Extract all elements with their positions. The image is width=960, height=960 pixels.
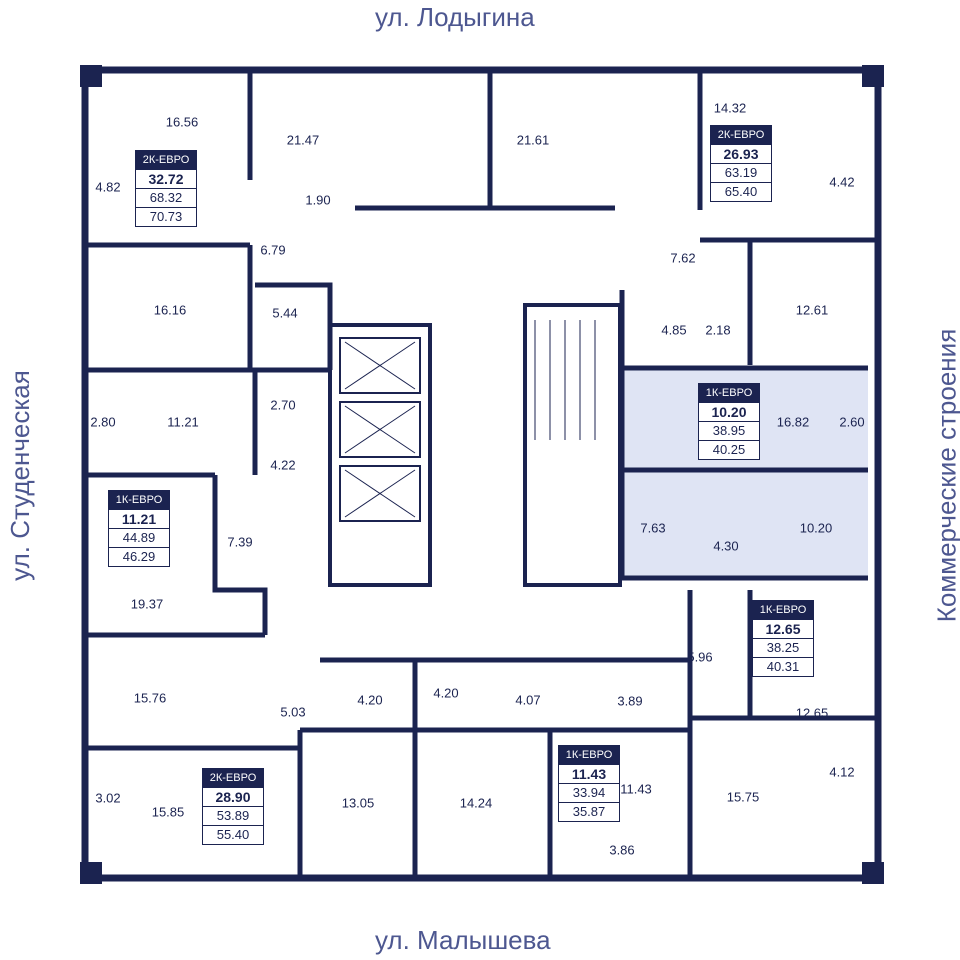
living-area: 11.43 <box>559 764 619 783</box>
room-area: 4.30 <box>713 538 739 554</box>
room-area: 2.80 <box>90 414 116 430</box>
room-area: 2.60 <box>839 414 865 430</box>
room-area: 7.39 <box>227 534 253 550</box>
total-area-balcony: 70.73 <box>136 207 196 226</box>
apartment-type: 1К-ЕВРО <box>109 491 169 509</box>
total-area-balcony: 65.40 <box>711 182 771 201</box>
room-area: 10.20 <box>799 520 833 536</box>
total-area-balcony: 55.40 <box>203 825 263 844</box>
room-area: 14.32 <box>713 100 747 116</box>
room-area: 13.05 <box>341 795 375 811</box>
living-area: 32.72 <box>136 169 196 188</box>
total-area: 68.32 <box>136 188 196 207</box>
room-area: 4.12 <box>829 764 855 780</box>
living-area: 26.93 <box>711 144 771 163</box>
room-area: 14.24 <box>459 795 493 811</box>
room-area: 5.96 <box>687 649 713 665</box>
apartment-type: 1К-ЕВРО <box>699 384 759 402</box>
room-area: 7.62 <box>670 250 696 266</box>
room-area: 4.07 <box>515 692 541 708</box>
room-area: 21.47 <box>286 132 320 148</box>
room-area: 7.63 <box>640 520 666 536</box>
total-area-balcony: 40.25 <box>699 440 759 459</box>
room-area: 4.22 <box>270 457 296 473</box>
room-area: 3.86 <box>609 842 635 858</box>
apartment-type: 2К-ЕВРО <box>136 151 196 169</box>
room-area: 2.18 <box>705 322 731 338</box>
room-area: 16.82 <box>776 414 810 430</box>
room-area: 1.90 <box>305 192 331 208</box>
room-area: 15.76 <box>133 690 167 706</box>
room-area: 3.02 <box>95 790 121 806</box>
street-bottom: ул. Малышева <box>375 925 551 955</box>
room-area: 15.75 <box>726 789 760 805</box>
apartment-type: 1К-ЕВРО <box>559 746 619 764</box>
living-area: 28.90 <box>203 787 263 806</box>
total-area-balcony: 46.29 <box>109 547 169 566</box>
street-top: ул. Лодыгина <box>375 2 535 32</box>
total-area: 53.89 <box>203 806 263 825</box>
living-area: 12.65 <box>753 619 813 638</box>
street-right: Коммерческие строения <box>931 328 960 623</box>
room-area: 12.61 <box>795 302 829 318</box>
room-area: 4.82 <box>95 179 121 195</box>
total-area: 63.19 <box>711 163 771 182</box>
total-area: 38.95 <box>699 421 759 440</box>
apartment-type: 1К-ЕВРО <box>753 601 813 619</box>
total-area: 38.25 <box>753 638 813 657</box>
total-area: 33.94 <box>559 783 619 802</box>
room-area: 4.20 <box>433 685 459 701</box>
total-area-balcony: 35.87 <box>559 802 619 821</box>
room-area: 15.85 <box>151 804 185 820</box>
room-area: 12.65 <box>795 705 829 721</box>
room-area: 5.03 <box>280 704 306 720</box>
room-area: 11.43 <box>620 781 652 797</box>
room-area: 6.79 <box>260 242 286 258</box>
apartment-type: 2К-ЕВРО <box>203 769 263 787</box>
apartment-type: 2К-ЕВРО <box>711 126 771 144</box>
room-area: 16.16 <box>153 302 187 318</box>
room-area: 2.70 <box>270 397 296 413</box>
living-area: 11.21 <box>109 509 169 528</box>
room-area: 11.21 <box>167 414 199 430</box>
room-area: 3.89 <box>617 693 643 709</box>
total-area-balcony: 40.31 <box>753 657 813 676</box>
total-area: 44.89 <box>109 528 169 547</box>
room-area: 5.44 <box>272 305 298 321</box>
room-area: 16.56 <box>165 114 199 130</box>
room-area: 4.20 <box>357 692 383 708</box>
street-left: ул. Студенческая <box>4 370 35 581</box>
room-area: 19.37 <box>130 596 164 612</box>
room-area: 4.42 <box>829 174 855 190</box>
living-area: 10.20 <box>699 402 759 421</box>
room-area: 4.85 <box>661 322 687 338</box>
room-area: 21.61 <box>516 132 550 148</box>
